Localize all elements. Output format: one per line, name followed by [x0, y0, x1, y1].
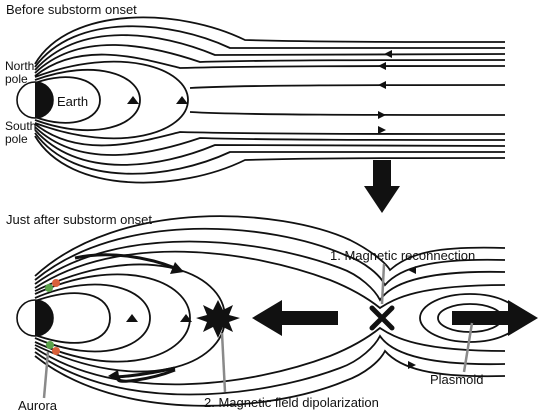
after-panel: Just after substorm onset	[6, 212, 538, 413]
earth-top	[16, 81, 54, 119]
flow-arcs	[74, 253, 184, 383]
magnetic-reconnection-label: 1. Magnetic reconnection	[330, 248, 475, 263]
before-title: Before substorm onset	[6, 2, 137, 17]
aurora-label: Aurora	[18, 398, 58, 413]
earth-bottom	[16, 299, 54, 337]
field-arrows-bottom	[126, 266, 416, 369]
tail-lines-top	[34, 16, 506, 184]
before-panel: Before substorm onset	[5, 2, 506, 184]
south-pole-label-1: South	[5, 119, 36, 133]
south-pole-label-2: pole	[5, 132, 28, 146]
label-pointers	[42, 263, 474, 399]
north-pole-label-2: pole	[5, 72, 28, 86]
star-burst-icon	[196, 300, 240, 338]
plasmoid-label: Plasmoid	[430, 372, 483, 387]
earth-label: Earth	[57, 94, 88, 109]
after-title: Just after substorm onset	[6, 212, 152, 227]
arrow-right-icon	[452, 300, 538, 336]
field-arrows-top	[127, 50, 392, 134]
dipole-loops-top	[34, 60, 189, 140]
arrow-left-icon	[252, 300, 338, 336]
x-mark-icon	[369, 305, 395, 331]
dipolarization-label: 2. Magnetic field dipolarization	[204, 395, 379, 410]
arrow-down-icon	[364, 160, 400, 213]
aurora-markers	[45, 279, 60, 355]
north-pole-label-1: North	[5, 59, 34, 73]
